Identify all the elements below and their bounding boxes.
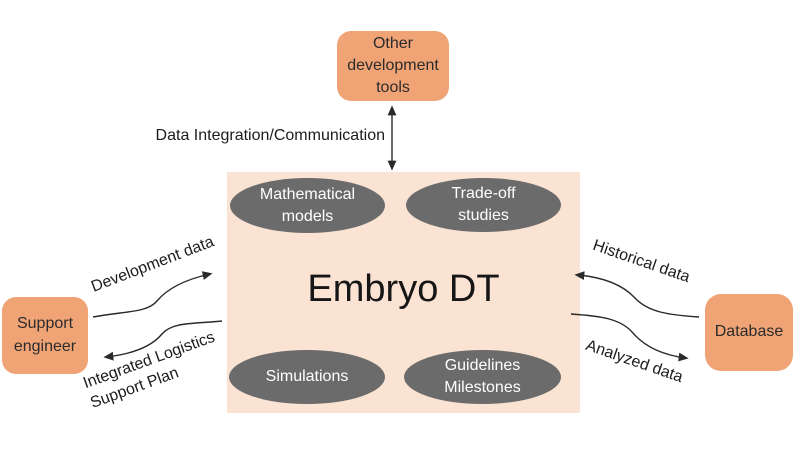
component-label: Guidelines Milestones — [444, 357, 521, 396]
node-other-development-tools: Other development tools — [337, 31, 449, 101]
component-ellipse-simulations: Simulations — [229, 350, 385, 404]
component-label: Simulations — [265, 368, 349, 386]
component-ellipse-trade-off-studies: Trade-off studies — [406, 178, 561, 232]
node-database: Database — [705, 294, 793, 371]
edge-label-integrated-logistics-support-plan: Integrated Logistics Support Plan — [80, 328, 218, 412]
node-support-engineer: Support engineer — [2, 297, 88, 374]
edge-label-development-data: Development data — [89, 233, 217, 296]
edge-label-analyzed-data: Analyzed data — [583, 337, 686, 387]
edge-label-data-integration: Data Integration/Communication — [155, 127, 385, 144]
component-ellipse-mathematical-models: Mathematical models — [230, 178, 385, 233]
node-label: Database — [714, 323, 784, 341]
edge-label-historical-data: Historical data — [590, 237, 692, 287]
component-label: Trade-off studies — [451, 185, 516, 224]
node-label: Support engineer — [13, 315, 77, 355]
node-label: Other development tools — [347, 34, 439, 97]
component-ellipse-guidelines-milestones: Guidelines Milestones — [404, 350, 561, 404]
diagram-title-embryo-dt: Embryo DT — [307, 268, 500, 310]
component-label: Mathematical models — [259, 185, 356, 225]
